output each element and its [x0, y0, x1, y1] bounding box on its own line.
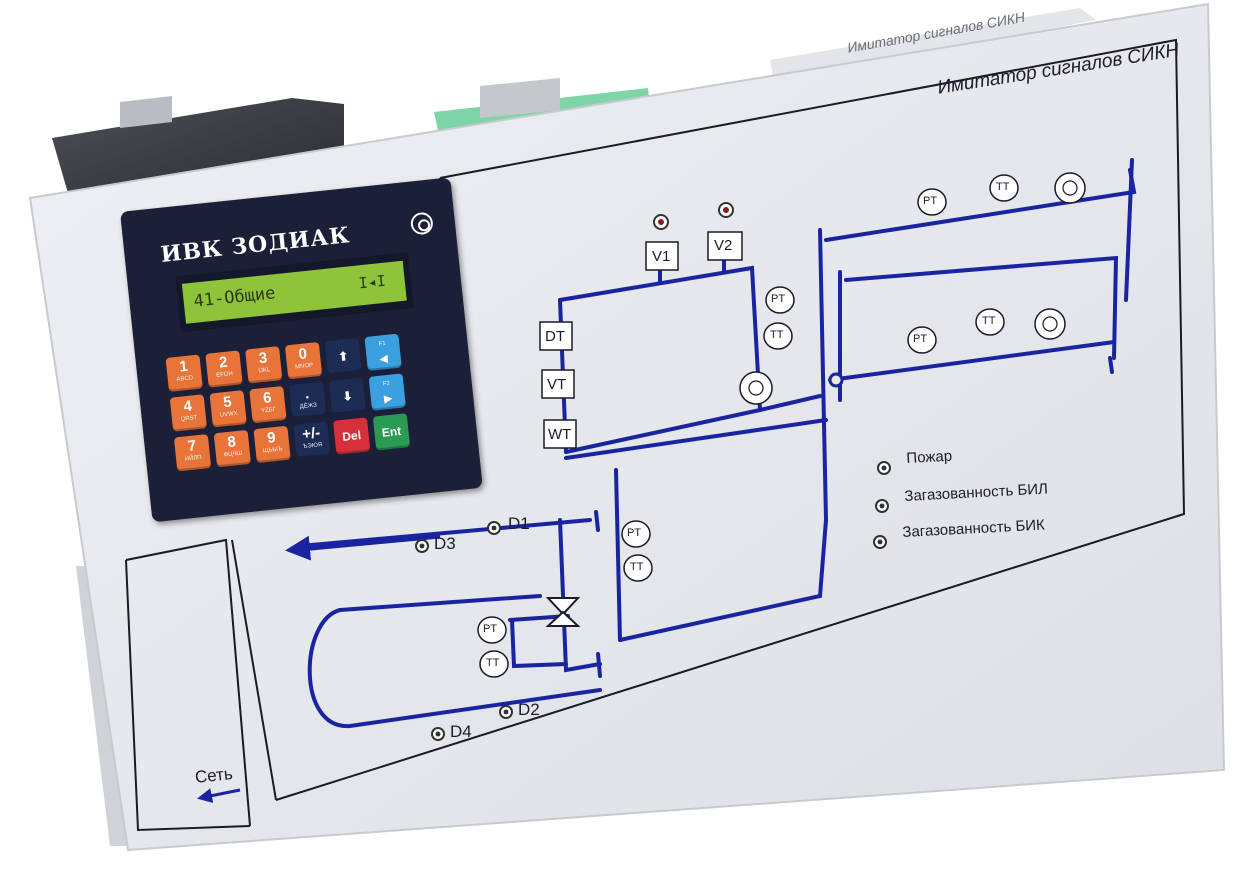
d4-label: D4	[450, 722, 472, 741]
d1-label: D1	[508, 514, 530, 533]
key-dot[interactable]: .ДЁЖЗ	[289, 381, 327, 420]
valve-icon	[545, 597, 581, 616]
arrow-down-key[interactable]: ⬇	[328, 377, 367, 415]
tt-label: TT	[630, 561, 644, 573]
pt-label: PT	[483, 623, 498, 635]
lcd-display: 41-Общие I◂I	[175, 252, 414, 333]
d3-label: D3	[434, 534, 456, 553]
del-key[interactable]: Del	[333, 417, 371, 455]
pt-label: PT	[771, 293, 786, 305]
pt-label: PT	[923, 195, 938, 207]
vt-label: VT	[547, 376, 567, 393]
power-arrow	[197, 788, 241, 804]
tt-label: TT	[770, 329, 784, 341]
zodiac-logo-icon	[409, 211, 434, 236]
lcd-text: 41-Общие	[192, 283, 277, 312]
tt-label: TT	[486, 657, 500, 669]
pt-label: PT	[627, 527, 642, 539]
f1-key[interactable]: F1◂	[364, 333, 402, 371]
lcd-suffix: I◂I	[357, 271, 387, 293]
sensor-boxes	[539, 231, 743, 449]
dt-label: DT	[545, 328, 565, 345]
arrow-up-icon: ⬆	[337, 348, 350, 364]
d2-label: D2	[518, 700, 540, 719]
tt-label: TT	[982, 315, 996, 327]
pt-label: PT	[913, 333, 928, 345]
flow-arrow	[285, 533, 441, 561]
gauges	[477, 172, 1086, 678]
tt-label: TT	[996, 181, 1010, 193]
arrow-up-key[interactable]: ⬆	[324, 337, 363, 376]
pipe-network	[298, 158, 1137, 729]
arrow-down-icon: ⬇	[341, 388, 354, 404]
v1-label: V1	[652, 248, 671, 265]
alarm-fire: Пожар	[906, 447, 953, 467]
power-label: Сеть	[194, 764, 234, 787]
key-plus-minus[interactable]: +/-ЪЭЮЯ	[293, 421, 331, 459]
v2-label: V2	[714, 237, 733, 254]
led-indicators	[415, 202, 891, 741]
arrow-right-icon: ▸	[383, 389, 393, 408]
f2-key[interactable]: F2▸	[368, 373, 406, 411]
arrow-left-icon: ◂	[379, 349, 389, 368]
pipe-crossover	[828, 372, 844, 388]
ent-key[interactable]: Ent	[372, 413, 411, 451]
wt-label: WT	[548, 426, 572, 443]
